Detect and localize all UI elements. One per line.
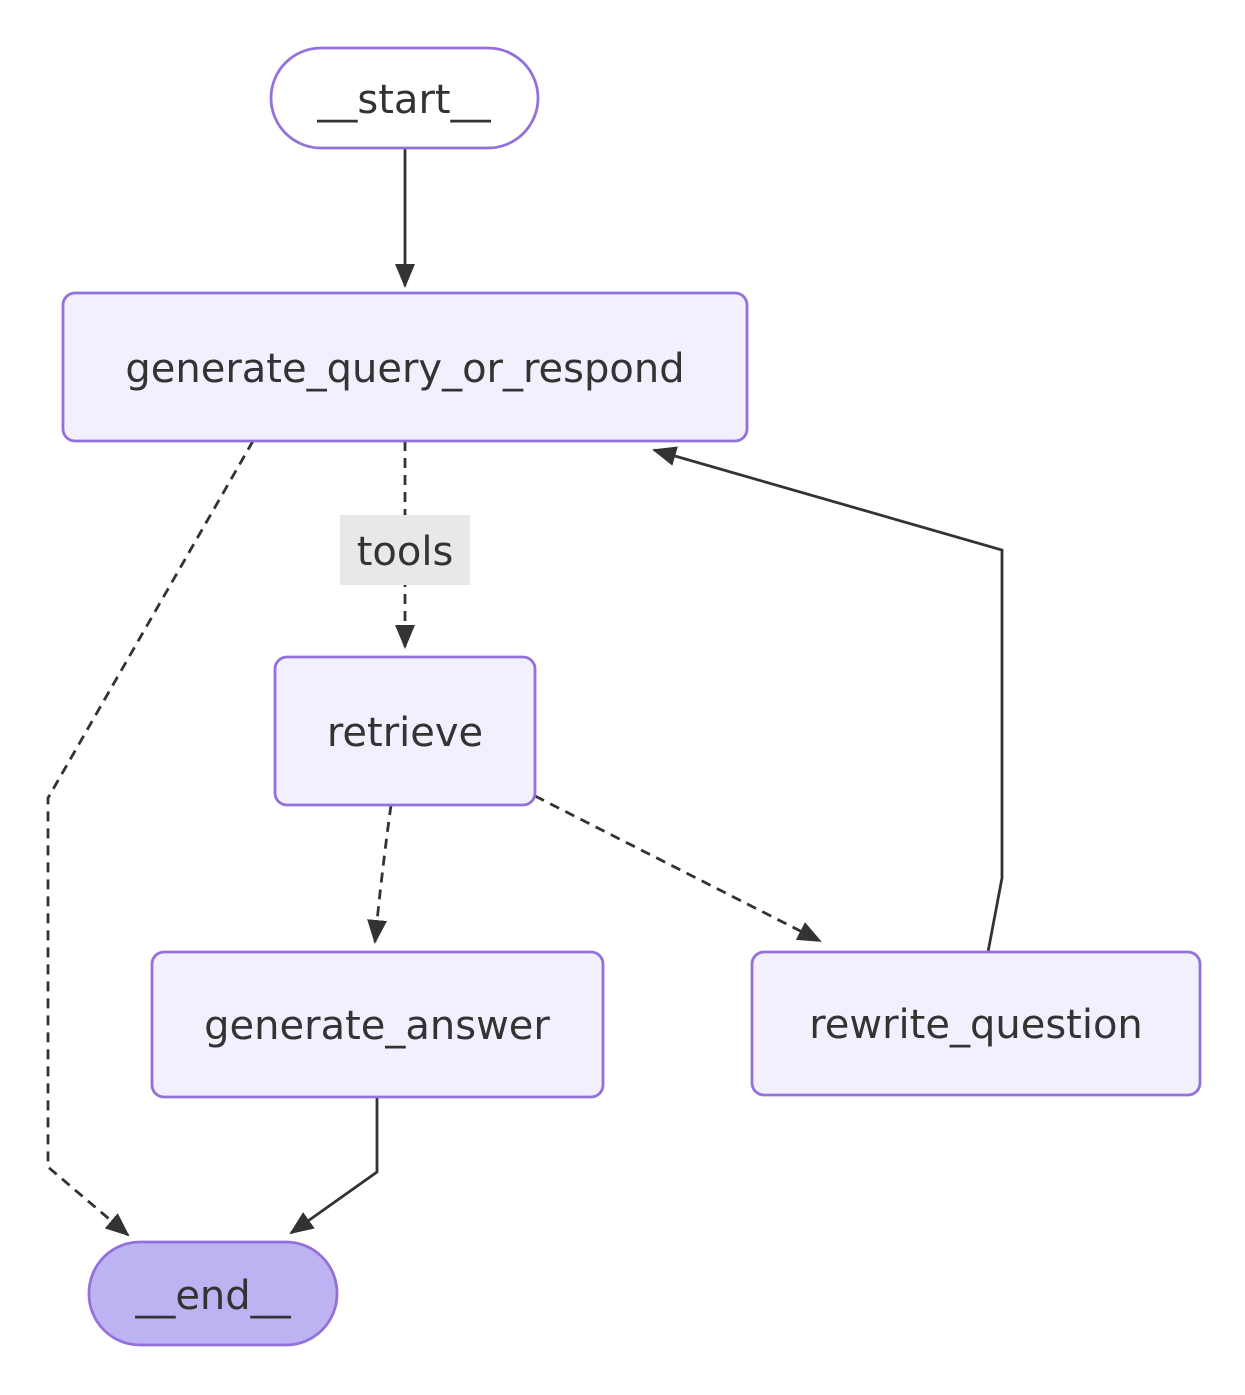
node-generate-query-or-respond-label: generate_query_or_respond [125,346,684,392]
node-end-shape [87,1240,339,1347]
edge-generate-answer-to-end [289,1097,379,1235]
node-generate-query-or-respond-shape [61,291,749,443]
node-generate-answer-shape [150,950,605,1099]
node-retrieve-label: retrieve [327,710,483,756]
edge-retrieve-to-rewrite-question [534,794,822,943]
edge-retrieve-to-generate-answer [367,804,393,944]
node-rewrite-question-label-shape [750,950,1202,1097]
edge-label-tools-text: tools [357,529,454,575]
node-end: __end__ [87,1240,339,1347]
node-start-shape [269,46,540,150]
edge-rewrite-question-to-generate-query-or-respond [652,446,1004,953]
edge-label-tools: tools [340,515,470,585]
node-retrieve: retrieve [273,655,537,807]
node-generate-answer-label: generate_answer [204,1003,550,1049]
node-end-label: __end__ [134,1273,291,1319]
edge-label-tools-background [340,515,470,585]
node-rewrite-question: rewrite_question [750,950,1202,1097]
node-retrieve-shape [273,655,537,807]
node-start: __start__ [269,46,540,150]
edge-generate-query-or-respond-to-end [46,440,255,1237]
node-rewrite-question-label: rewrite_question [809,1002,1143,1048]
node-generate-answer: generate_answer [150,950,605,1099]
edges-layer [46,148,1004,1237]
node-generate-query-or-respond: generate_query_or_respond [61,291,749,443]
node-start-label: __start__ [316,77,491,123]
